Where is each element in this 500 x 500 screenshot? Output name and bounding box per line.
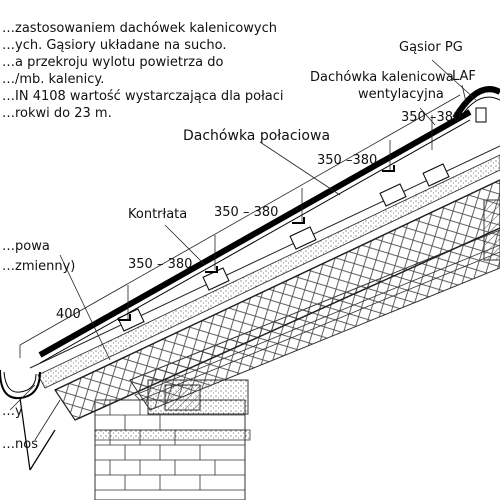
membrane-layer <box>29 145 500 389</box>
ceiling-structure <box>94 229 500 441</box>
gutter <box>0 369 56 471</box>
label-left2: …y <box>2 404 23 419</box>
note-line-4: …/mb. kalenicy. <box>2 72 104 87</box>
dim-3: 350 – 380 <box>214 205 278 220</box>
dimension-lines <box>19 94 461 358</box>
notes-block: …zastosowaniem dachówek kalenicowych …yc… <box>2 21 284 121</box>
note-line-5: …IN 4108 wartość wystarczająca dla połac… <box>2 89 284 104</box>
dim-4: 350 – 380 <box>128 257 192 272</box>
label-kalenicowa-2: wentylacyjna <box>358 87 444 102</box>
rafter-insulation <box>54 179 500 421</box>
note-line-6: …rokwi do 23 m. <box>2 106 112 121</box>
label-kontrlata: Kontrłata <box>128 207 187 222</box>
note-line-2: …ych. Gąsiory układane na sucho. <box>2 38 227 53</box>
label-gasior: Gąsior PG <box>399 40 463 55</box>
roof-tiles <box>38 109 472 364</box>
note-line-3: …a przekroju wylotu powietrza do <box>2 55 223 70</box>
label-left3: …nos <box>2 437 38 452</box>
label-laf: LAF <box>452 69 476 84</box>
leader-lines <box>9 59 477 441</box>
label-left1-b: …zmienny) <box>2 259 75 274</box>
label-kalenicowa-1: Dachówka kalenicowa <box>310 70 454 85</box>
dim-5: 400 <box>56 307 81 322</box>
ridge-tile <box>452 86 500 123</box>
dim-2: 350 –380 <box>317 153 377 168</box>
dim-1: 350 –380 <box>401 110 461 125</box>
brick-wall <box>94 399 246 500</box>
label-polaciowa: Dachówka połaciowa <box>183 128 330 144</box>
battens <box>117 163 450 332</box>
label-left1-a: …powa <box>2 239 50 254</box>
note-line-1: …zastosowaniem dachówek kalenicowych <box>2 21 277 36</box>
